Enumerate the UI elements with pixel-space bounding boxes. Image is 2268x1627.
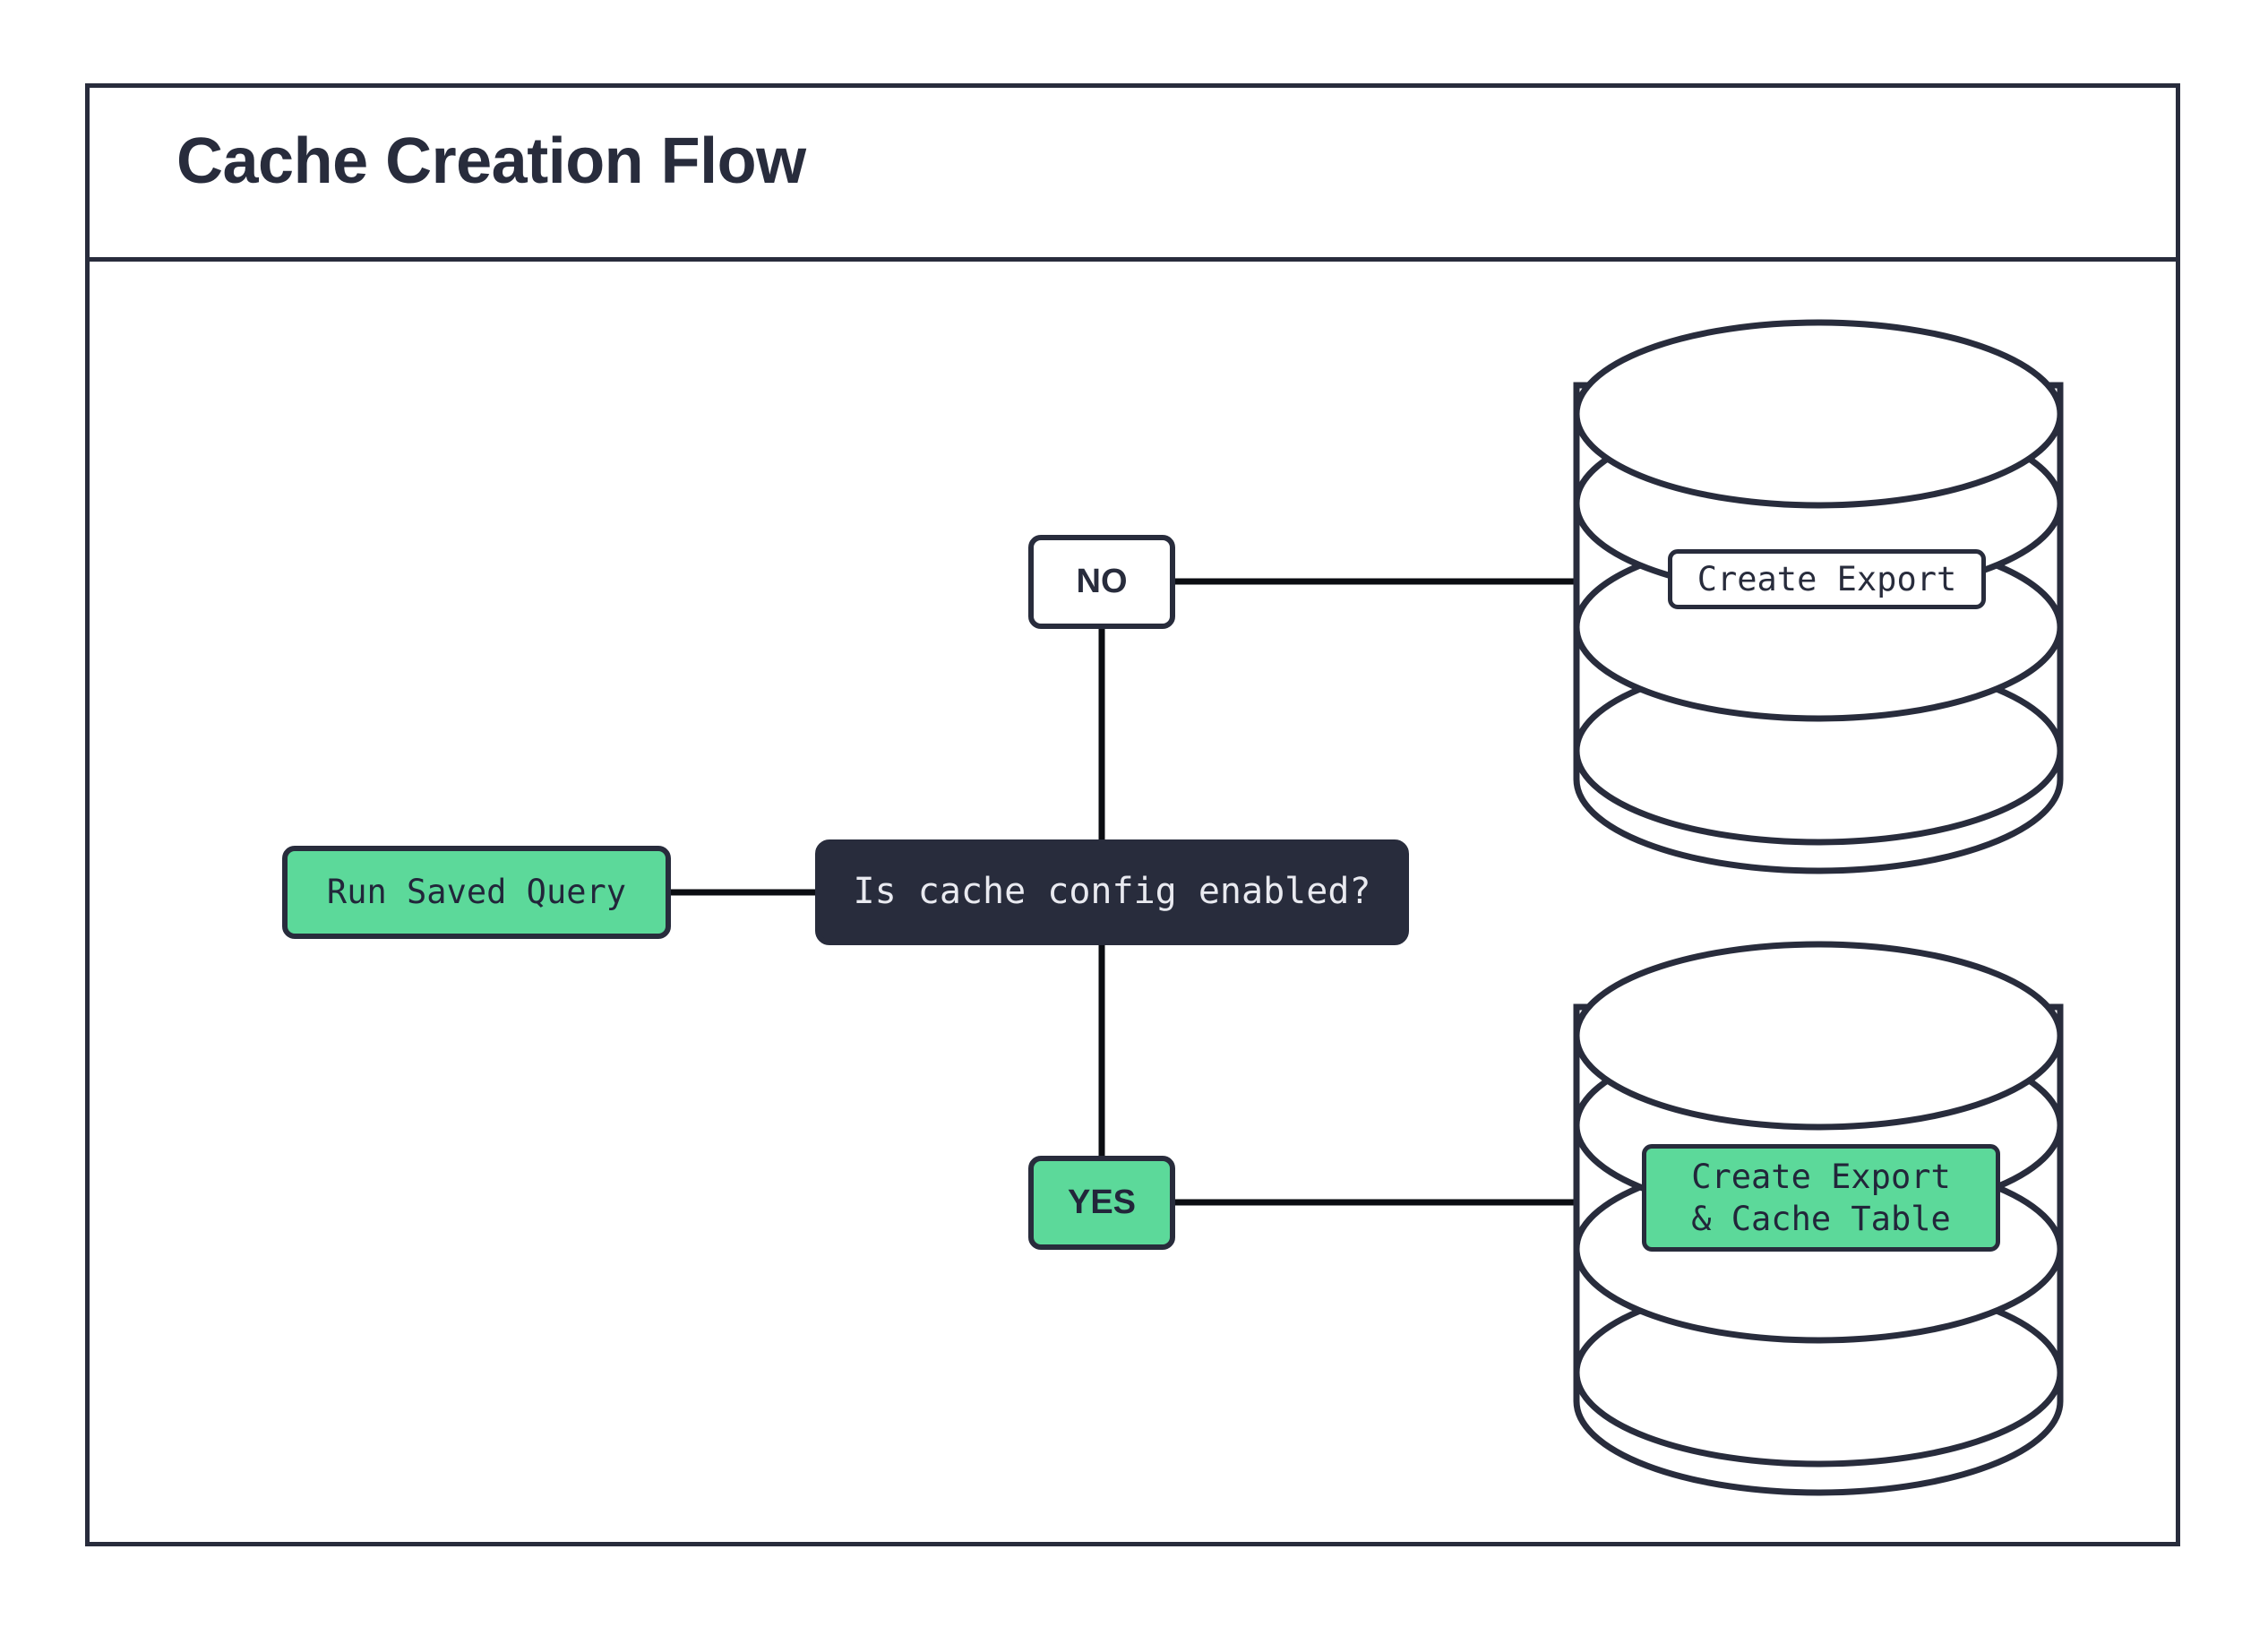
page-title: Cache Creation Flow: [176, 125, 806, 197]
node-create-export-cache-table-label[interactable]: Create Export & Cache Table: [1642, 1144, 2000, 1252]
node-create-export-label[interactable]: Create Export: [1668, 549, 1986, 609]
cylinder2-disk-1: [1573, 941, 2064, 1131]
database-cylinder-create-export[interactable]: [1573, 319, 2064, 874]
diagram-title-bar: [85, 83, 2180, 262]
node-decision-is-cache-config-enabled[interactable]: Is cache config enabled?: [815, 839, 1409, 945]
node-branch-no[interactable]: NO: [1028, 535, 1175, 629]
node-branch-yes[interactable]: YES: [1028, 1156, 1175, 1250]
cylinder-disk-1: [1573, 319, 2064, 509]
node-run-saved-query[interactable]: Run Saved Query: [282, 846, 671, 939]
